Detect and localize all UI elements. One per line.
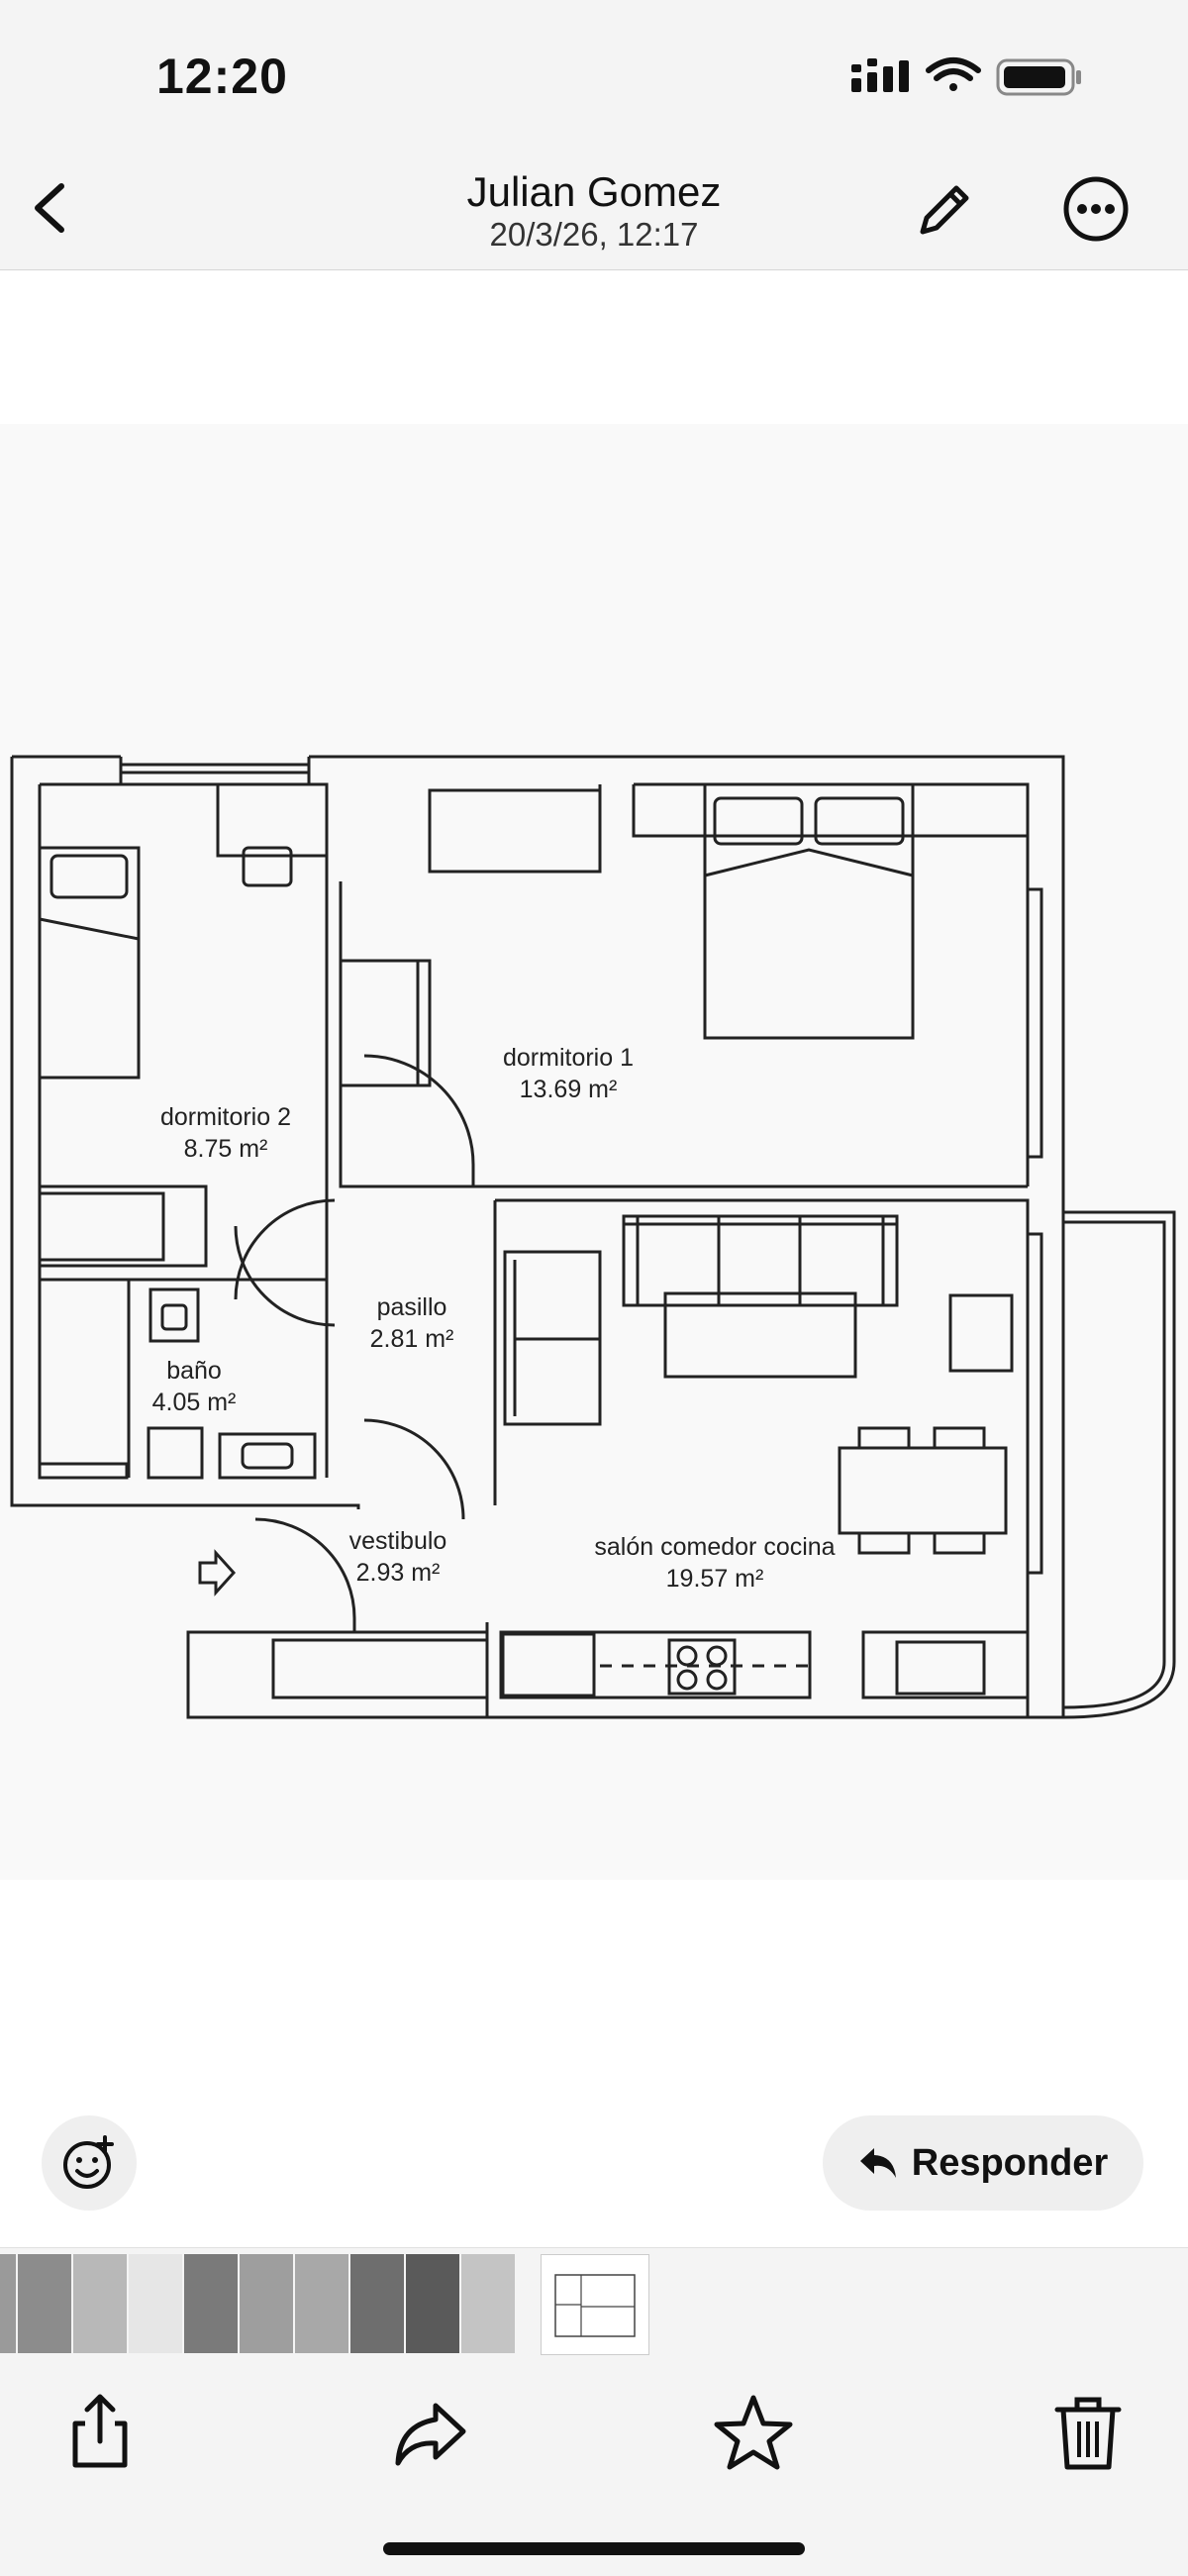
thumbnail[interactable] [406, 2254, 459, 2353]
room-area-vestibulo: 2.93 m² [356, 1559, 441, 1587]
reply-button-label: Responder [911, 2141, 1109, 2184]
room-name-dormitorio-1: dormitorio 1 [503, 1044, 634, 1072]
thumbnail-selected[interactable] [541, 2254, 649, 2355]
ellipsis-circle-icon[interactable] [1059, 172, 1133, 246]
wifi-icon [926, 57, 981, 91]
forward-icon[interactable] [386, 2388, 475, 2477]
floor-plan-drawing: dormitorio 2 8.75 m² dormitorio 1 13.69 … [10, 755, 1176, 1719]
chevron-left-icon[interactable] [22, 178, 81, 238]
status-bar: 12:20 [0, 0, 1188, 149]
room-area-dormitorio-1: 13.69 m² [520, 1076, 618, 1103]
cellular-signal-icon [851, 58, 909, 92]
room-name-bano: baño [166, 1357, 222, 1385]
floor-plan-thumbnail [554, 2274, 636, 2337]
thumbnail[interactable] [295, 2254, 348, 2353]
star-icon[interactable] [709, 2388, 798, 2477]
share-icon[interactable] [55, 2388, 145, 2477]
message-timestamp: 20/3/26, 12:17 [489, 216, 699, 253]
bottom-toolbar [0, 2358, 1188, 2576]
contact-name: Julian Gomez [466, 168, 722, 215]
thumbnail[interactable] [18, 2254, 71, 2353]
reply-arrow-icon [859, 2148, 896, 2178]
thumbnail[interactable] [184, 2254, 238, 2353]
thumbnail[interactable] [461, 2254, 515, 2353]
room-area-salon: 19.57 m² [666, 1565, 764, 1593]
thumbnail[interactable] [0, 2254, 16, 2353]
pencil-icon[interactable] [909, 176, 978, 246]
home-indicator [383, 2542, 805, 2555]
thumbnail[interactable] [73, 2254, 127, 2353]
add-reaction-icon [63, 2135, 114, 2189]
room-area-pasillo: 2.81 m² [370, 1325, 454, 1353]
trash-icon[interactable] [1043, 2388, 1133, 2477]
navigation-bar: Julian Gomez 20/3/26, 12:17 [0, 149, 1188, 271]
floor-plan-image[interactable]: dormitorio 2 8.75 m² dormitorio 1 13.69 … [0, 424, 1188, 1880]
thumbnail[interactable] [240, 2254, 293, 2353]
thumbnail[interactable] [350, 2254, 404, 2353]
thumbnail-strip[interactable] [0, 2247, 1188, 2359]
room-name-vestibulo: vestibulo [349, 1527, 447, 1555]
room-name-pasillo: pasillo [377, 1293, 447, 1321]
thumbnail[interactable] [129, 2254, 182, 2353]
room-area-bano: 4.05 m² [152, 1389, 237, 1416]
room-area-dormitorio-2: 8.75 m² [184, 1135, 268, 1163]
reply-button[interactable]: Responder [823, 2115, 1143, 2211]
status-time: 12:20 [156, 49, 288, 104]
add-reaction-button[interactable] [42, 2115, 137, 2211]
battery-icon [996, 58, 1081, 96]
status-icons [851, 57, 1081, 96]
room-name-salon: salón comedor cocina [594, 1533, 835, 1561]
room-name-dormitorio-2: dormitorio 2 [160, 1103, 291, 1131]
